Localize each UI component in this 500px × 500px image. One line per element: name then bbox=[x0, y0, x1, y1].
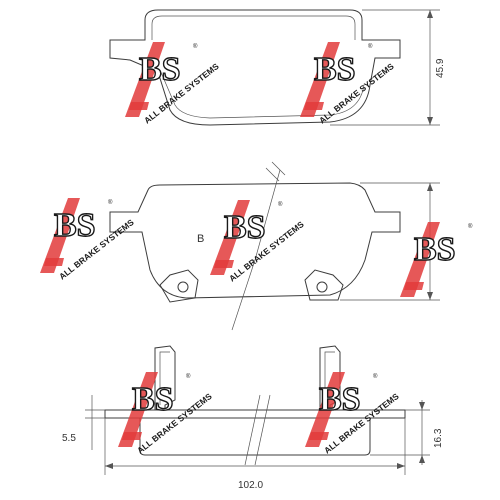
logo-watermark-3: ALL BRAKE SYSTEMS bbox=[39, 197, 136, 282]
logo-watermark-1: ALL BRAKE SYSTEMS bbox=[124, 41, 221, 126]
backplate-thickness-label: 5.5 bbox=[62, 433, 76, 444]
total-thickness-label: 16.3 bbox=[433, 428, 444, 448]
logo-watermark-6: ALL BRAKE SYSTEMS bbox=[117, 371, 214, 456]
width-dimension-label: 102.0 bbox=[238, 480, 263, 491]
top-pad-outline bbox=[109, 9, 401, 126]
backplate-thickness-dimension: 5.5 bbox=[62, 395, 105, 450]
logo-watermark-4: ALL BRAKE SYSTEMS bbox=[209, 199, 306, 284]
total-thickness-dimension: 16.3 bbox=[370, 400, 444, 465]
height-dimension-label: 45.9 bbox=[435, 58, 446, 78]
height-dimension: 45.9 bbox=[330, 9, 446, 126]
logo-watermark-7: ALL BRAKE SYSTEMS bbox=[304, 371, 401, 456]
logo-watermark-2: ALL BRAKE SYSTEMS bbox=[299, 41, 396, 126]
middle-pad-outline bbox=[109, 161, 401, 331]
side-mark-label: B bbox=[197, 233, 204, 245]
width-dimension: 102.0 bbox=[104, 418, 406, 491]
logo-watermark-5 bbox=[399, 221, 474, 298]
